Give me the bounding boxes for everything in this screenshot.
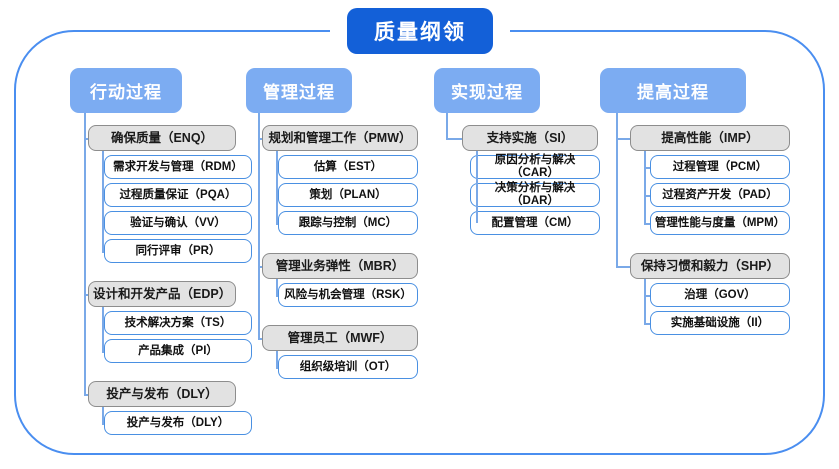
leaf-box-col-1-2-2[interactable]: 产品集成（PI）	[104, 339, 252, 363]
leaf-box-col-4-2-1[interactable]: 治理（GOV）	[650, 283, 790, 307]
leaf-box-col-1-1-3[interactable]: 验证与确认（VV）	[104, 211, 252, 235]
category-header-4[interactable]: 提高过程	[600, 68, 746, 113]
connector-leaf-col-4-2-2	[644, 323, 650, 325]
leaf-box-col-1-1-2[interactable]: 过程质量保证（PQA）	[104, 183, 252, 207]
connector-leaf-col-4-1-3	[644, 223, 650, 225]
connector-branch-col-4-2	[616, 266, 630, 268]
connector-branch-col-3-1	[446, 138, 462, 140]
group-box-col-2-1[interactable]: 规划和管理工作（PMW）	[262, 125, 418, 151]
leaf-box-col-3-1-3[interactable]: 配置管理（CM）	[470, 211, 600, 235]
connector-spine-col-3-1	[476, 151, 478, 223]
connector-spine-col-2-3	[276, 351, 278, 367]
leaf-box-col-4-1-1[interactable]: 过程管理（PCM）	[650, 155, 790, 179]
leaf-box-col-1-3-1[interactable]: 投产与发布（DLY）	[104, 411, 252, 435]
leaf-box-col-2-1-1[interactable]: 估算（EST）	[278, 155, 418, 179]
connector-spine-col-2-1	[276, 151, 278, 223]
connector-main-spine-col-2	[258, 113, 260, 338]
connector-spine-col-2-2	[276, 279, 278, 295]
connector-leaf-col-2-1-3	[276, 223, 278, 225]
connector-branch-col-4-1	[616, 138, 630, 140]
category-header-3[interactable]: 实现过程	[434, 68, 540, 113]
connector-main-spine-col-4	[616, 113, 618, 266]
leaf-box-col-2-1-3[interactable]: 跟踪与控制（MC）	[278, 211, 418, 235]
category-header-2[interactable]: 管理过程	[246, 68, 352, 113]
group-box-col-2-2[interactable]: 管理业务弹性（MBR）	[262, 253, 418, 279]
leaf-box-col-1-1-4[interactable]: 同行评审（PR）	[104, 239, 252, 263]
group-box-col-2-3[interactable]: 管理员工（MWF）	[262, 325, 418, 351]
connector-spine-col-1-1	[102, 151, 104, 251]
group-box-col-1-3[interactable]: 投产与发布（DLY）	[88, 381, 236, 407]
leaf-box-col-1-1-1[interactable]: 需求开发与管理（RDM）	[104, 155, 252, 179]
leaf-box-col-4-1-2[interactable]: 过程资产开发（PAD）	[650, 183, 790, 207]
connector-leaf-col-1-1-4	[102, 251, 104, 253]
connector-leaf-col-1-3-1	[102, 423, 104, 425]
leaf-box-col-4-1-3[interactable]: 管理性能与度量（MPM）	[650, 211, 790, 235]
category-header-1[interactable]: 行动过程	[70, 68, 182, 113]
leaf-box-col-2-3-1[interactable]: 组织级培训（OT）	[278, 355, 418, 379]
leaf-box-col-2-1-2[interactable]: 策划（PLAN）	[278, 183, 418, 207]
group-box-col-1-2[interactable]: 设计和开发产品（EDP）	[88, 281, 236, 307]
connector-leaf-col-4-1-1	[644, 167, 650, 169]
connector-leaf-col-4-1-2	[644, 195, 650, 197]
connector-main-spine-col-1	[84, 113, 86, 394]
connector-leaf-col-4-2-1	[644, 295, 650, 297]
connector-branch-col-2-2	[258, 266, 262, 268]
connector-branch-col-2-3	[258, 338, 262, 340]
leaf-box-col-3-1-1[interactable]: 原因分析与解决（CAR）	[470, 154, 600, 179]
group-box-col-4-1[interactable]: 提高性能（IMP）	[630, 125, 790, 151]
group-box-col-3-1[interactable]: 支持实施（SI）	[462, 125, 598, 151]
connector-spine-col-4-1	[644, 151, 646, 223]
connector-main-spine-col-3	[446, 113, 448, 138]
connector-spine-col-4-2	[644, 279, 646, 323]
leaf-box-col-1-2-1[interactable]: 技术解决方案（TS）	[104, 311, 252, 335]
connector-leaf-col-2-3-1	[276, 367, 278, 369]
connector-leaf-col-1-2-2	[102, 351, 104, 353]
connector-branch-col-1-1	[84, 138, 88, 140]
connector-branch-col-2-1	[258, 138, 262, 140]
leaf-box-col-2-2-1[interactable]: 风险与机会管理（RSK）	[278, 283, 418, 307]
group-box-col-1-1[interactable]: 确保质量（ENQ）	[88, 125, 236, 151]
connector-branch-col-1-3	[84, 394, 88, 396]
group-box-col-4-2[interactable]: 保持习惯和毅力（SHP）	[630, 253, 790, 279]
connector-spine-col-1-2	[102, 307, 104, 351]
connector-leaf-col-2-2-1	[276, 295, 278, 297]
leaf-box-col-3-1-2[interactable]: 决策分析与解决（DAR）	[470, 182, 600, 207]
connector-branch-col-1-2	[84, 294, 88, 296]
leaf-box-col-4-2-2[interactable]: 实施基础设施（II）	[650, 311, 790, 335]
diagram-title: 质量纲领	[347, 8, 493, 54]
connector-spine-col-1-3	[102, 407, 104, 423]
